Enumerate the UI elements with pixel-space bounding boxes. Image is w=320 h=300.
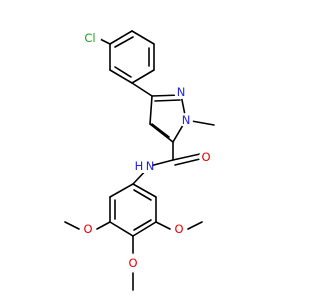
atom-labels: Cl N N O N H O O O [79,27,213,270]
methoxy-oxygen-bottom-label: O [128,256,137,270]
amide-hydrogen-label: H [135,159,144,173]
amide-nitrogen-label: N [146,159,155,173]
methoxy-oxygen-left-label: O [83,222,92,236]
pyrazole-n2-label: N [177,85,186,99]
carbonyl-oxygen-label: O [201,150,210,164]
chlorine-atom-label: Cl [84,31,95,45]
molecule-structure: Cl N N O N H O O O [64,27,215,291]
methoxy-oxygen-right-label: O [174,222,183,236]
pyrazole-n1-label: N [182,113,191,127]
